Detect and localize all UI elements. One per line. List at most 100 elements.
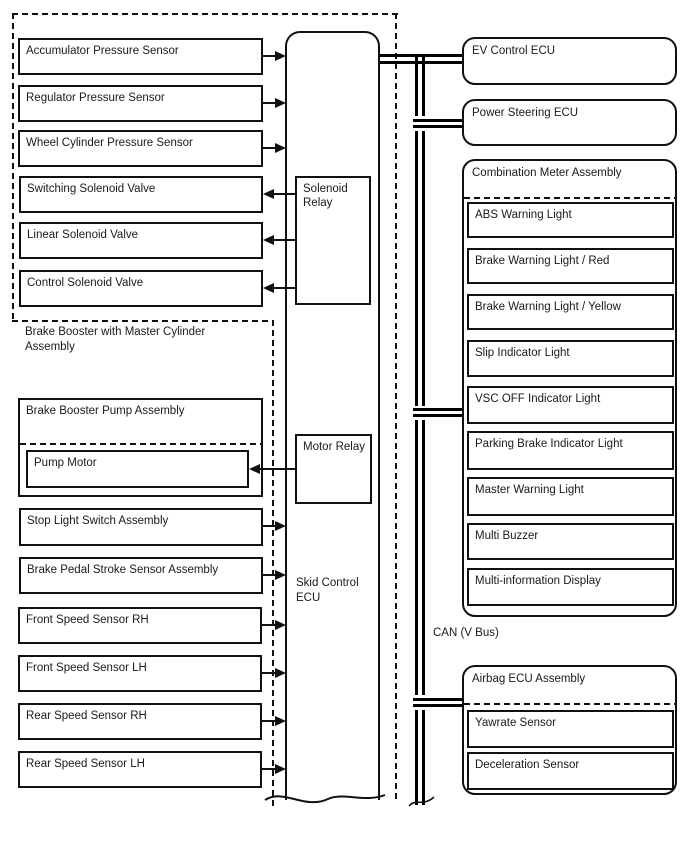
component-label: Wheel Cylinder Pressure Sensor [26,137,193,149]
component-label: Control Solenoid Valve [27,277,144,289]
arrowhead [275,98,286,108]
arrowhead [275,570,286,580]
component-label: Parking Brake Indicator Light [475,438,623,450]
component-label: Regulator Pressure Sensor [26,92,165,104]
component-label: Accumulator Pressure Sensor [26,45,179,57]
can-bus-branch-airbag [413,698,462,701]
component-label: Master Warning Light [475,484,584,496]
dashed-border-left [12,13,14,322]
box-front-speed-sensor-lh: Front Speed Sensor LH [18,655,262,692]
arrowhead [263,189,274,199]
box-rear-speed-sensor-lh: Rear Speed Sensor LH [18,751,262,788]
box-wheel-cylinder-pressure-sensor: Wheel Cylinder Pressure Sensor [18,130,263,167]
can-bus-label: CAN (V Bus) [433,627,499,639]
component-label: Deceleration Sensor [475,759,580,771]
arrowhead [263,283,274,293]
arrowhead [275,143,286,153]
can-bus-branch-power-steering [413,125,462,128]
box-brake-pedal-stroke-sensor-assembly: Brake Pedal Stroke Sensor Assembly [19,557,263,594]
box-brake-warning-light-red: Brake Warning Light / Red [467,248,674,284]
box-ev-control-ecu: EV Control ECU [462,37,677,85]
arrow-rear-rh-to-ecu [262,720,277,722]
wave-cut-bus-bottom [408,796,435,807]
component-label: Front Speed Sensor LH [26,662,147,674]
component-label: Stop Light Switch Assembly [27,515,169,527]
arrow-front-lh-to-ecu [262,672,277,674]
dashed-border-right [395,13,397,800]
dashed-border-inner-right [272,320,274,807]
arrowhead [249,464,260,474]
component-label: Power Steering ECU [472,107,579,119]
arrow-brake-pedal-to-ecu [263,574,277,576]
component-label: Brake Warning Light / Red [475,255,610,267]
can-bus-vertical-line [415,55,418,805]
box-skid-control-ecu: Solenoid Relay Motor Relay Skid Control … [285,31,380,800]
box-master-warning-light: Master Warning Light [467,477,674,516]
box-motor-relay: Motor Relay [295,434,372,504]
arrowhead [263,235,274,245]
skid-control-ecu-label: Skid Control ECU [296,577,359,604]
motor-relay-label: Motor Relay [303,441,365,453]
box-brake-booster-pump-assembly: Brake Booster Pump Assembly Pump Motor [18,398,263,497]
arrow-regulator-to-ecu [263,102,277,104]
component-label: Linear Solenoid Valve [27,229,139,241]
arrowhead [275,620,286,630]
component-label: Rear Speed Sensor LH [26,758,145,770]
arrow-relay-to-linear-valve [272,239,295,241]
box-power-steering-ecu: Power Steering ECU [462,99,677,146]
component-label: Slip Indicator Light [475,347,570,359]
component-label: ABS Warning Light [475,209,572,221]
combination-meter-dashed-separator [464,197,675,199]
component-label: Yawrate Sensor [475,717,556,729]
can-bus-branch-combination-meter [413,414,462,417]
component-label: Pump Motor [34,457,97,469]
box-stop-light-switch-assembly: Stop Light Switch Assembly [19,508,263,546]
component-label: Front Speed Sensor RH [26,614,149,626]
arrow-accumulator-to-ecu [263,55,277,57]
box-brake-warning-light-yellow: Brake Warning Light / Yellow [467,294,674,330]
box-deceleration-sensor: Deceleration Sensor [467,752,674,790]
box-multi-buzzer: Multi Buzzer [467,523,674,560]
box-regulator-pressure-sensor: Regulator Pressure Sensor [18,85,263,122]
arrowhead [275,764,286,774]
can-bus-branch-airbag [413,704,462,707]
dashed-border-top [12,13,398,15]
group-label-brake-booster: Brake Booster with Master Cylinder Assem… [25,326,206,353]
component-label: Brake Pedal Stroke Sensor Assembly [27,564,219,576]
box-pump-motor: Pump Motor [26,450,249,488]
arrow-wheel-cylinder-to-ecu [263,147,277,149]
box-solenoid-relay: Solenoid Relay [295,176,371,305]
box-vsc-off-indicator-light: VSC OFF Indicator Light [467,386,674,424]
arrow-stop-light-to-ecu [263,525,277,527]
can-bus-branch-power-steering [413,119,462,122]
arrow-relay-to-switching-valve [272,193,295,195]
box-accumulator-pressure-sensor: Accumulator Pressure Sensor [18,38,263,75]
component-label: Brake Warning Light / Yellow [475,301,621,313]
airbag-dashed-separator [464,703,675,705]
box-parking-brake-indicator-light: Parking Brake Indicator Light [467,431,674,470]
box-multi-information-display: Multi-information Display [467,568,674,606]
component-label: Rear Speed Sensor RH [26,710,147,722]
dashed-border-inner-bottom [12,320,274,322]
solenoid-relay-label: Solenoid Relay [303,183,348,210]
pump-assembly-dashed-separator [20,443,261,445]
box-control-solenoid-valve: Control Solenoid Valve [19,270,263,307]
box-abs-warning-light: ABS Warning Light [467,202,674,238]
arrowhead [275,668,286,678]
box-airbag-ecu-assembly: Airbag ECU Assembly Yawrate Sensor Decel… [462,665,677,795]
component-label: Multi-information Display [475,575,601,587]
can-bus-vertical-line [422,55,425,805]
component-label: Brake Booster Pump Assembly [26,405,185,417]
arrow-rear-lh-to-ecu [262,768,277,770]
component-label: Multi Buzzer [475,530,539,542]
wave-cut-ecu-bottom [264,794,386,804]
box-switching-solenoid-valve: Switching Solenoid Valve [19,176,263,213]
box-front-speed-sensor-rh: Front Speed Sensor RH [18,607,262,644]
arrow-relay-to-control-valve [272,287,295,289]
component-label: Combination Meter Assembly [472,167,622,179]
component-label: Airbag ECU Assembly [472,673,586,685]
box-linear-solenoid-valve: Linear Solenoid Valve [19,222,263,259]
can-bus-branch-combination-meter [413,408,462,411]
box-slip-indicator-light: Slip Indicator Light [467,340,674,377]
